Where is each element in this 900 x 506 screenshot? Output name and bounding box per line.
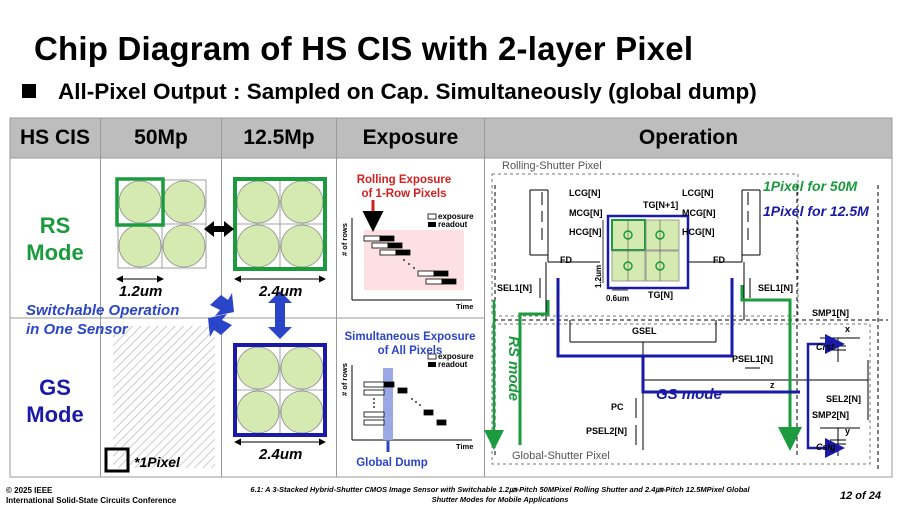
header-50mp: 50Mp — [101, 118, 221, 158]
dim-125mp-bottom: 2.4um — [259, 446, 303, 463]
page-number: 12 of 24 — [840, 490, 881, 502]
hcg-left-label: HCG[N] — [569, 227, 602, 237]
dim-125mp-top: 2.4um — [259, 283, 303, 300]
y-axis-gs: # of rows — [340, 363, 349, 396]
sel1-left-label: SEL1[N] — [497, 283, 533, 293]
header-hs-cis: HS CIS — [10, 118, 100, 158]
pixel-125m-label: 1Pixel for 12.5M — [763, 203, 869, 219]
page-subtitle: All-Pixel Output : Sampled on Cap. Simul… — [58, 79, 757, 104]
switch-arrow-icon-b — [208, 314, 232, 337]
table-grid — [9, 117, 893, 478]
smp1-label: SMP1[N] — [812, 308, 850, 318]
pixel-highlight-125m-gs — [233, 343, 327, 437]
pixel-array-125mp-gs — [235, 345, 325, 435]
fd-left-label: FD — [560, 255, 572, 265]
footer-copyright: © 2025 IEEE International Solid-State Ci… — [6, 486, 177, 505]
switch-arrow-icon-a — [210, 293, 234, 316]
legend-readout-gs: readout — [438, 360, 468, 369]
x-axis-gs: Time — [456, 442, 474, 451]
pc-label: PC — [611, 402, 624, 412]
x-axis-rs: Time — [456, 302, 474, 311]
y-axis-rs: # of rows — [340, 223, 349, 256]
double-arrow-icon — [204, 221, 234, 237]
rs-mode-path-label: RS mode — [505, 336, 522, 402]
switchable-label: Switchable Operation in One Sensor — [26, 302, 180, 338]
pixel-50m-label: 1Pixel for 50M — [763, 178, 858, 194]
rs-mode-label: RS Mode — [26, 213, 84, 265]
csig-label: Csig — [816, 442, 836, 452]
header-125mp: 12.5Mp — [222, 118, 336, 158]
gs-mode-path-label: GS mode — [656, 386, 722, 403]
rolling-shutter-pixel-caption: Rolling-Shutter Pixel — [502, 160, 602, 172]
vertical-double-arrow-icon — [268, 291, 292, 339]
lcg-right-label: LCG[N] — [682, 188, 714, 198]
rs-exposure-title: Rolling Exposure of 1-Row Pixels — [356, 174, 452, 200]
fd-right-label: FD — [713, 255, 725, 265]
node-y-label: y — [845, 426, 851, 436]
rs-exposure-chart — [351, 200, 472, 301]
gs-exposure-chart — [351, 353, 472, 452]
one-pixel-label: *1Pixel — [134, 454, 180, 470]
bullet-square-icon — [22, 84, 36, 98]
pixel-array-125mp-rs — [235, 179, 325, 269]
lcg-left-label: LCG[N] — [569, 188, 601, 198]
mcg-right-label: MCG[N] — [682, 208, 716, 218]
hcg-right-label: HCG[N] — [682, 227, 715, 237]
sel1-right-label: SEL1[N] — [758, 283, 794, 293]
gs-mode-label: GS Mode — [26, 375, 84, 427]
mcg-left-label: MCG[N] — [569, 208, 603, 218]
hatched-unavailable-area — [113, 326, 215, 468]
one-pixel-legend-icon — [104, 447, 130, 473]
pixel-highlight-50m — [115, 177, 165, 227]
header-exposure: Exposure — [337, 118, 484, 158]
global-shutter-pixel-caption: Global-Shutter Pixel — [512, 450, 610, 462]
node-z-label: z — [770, 380, 775, 390]
crst-label: Crst — [816, 342, 835, 352]
footer-paper-title: 6.1: A 3-Stacked Hybrid-Shutter CMOS Ima… — [250, 485, 750, 504]
pixel-highlight-125m-rs — [233, 177, 327, 271]
sel2-label: SEL2[N] — [826, 394, 862, 404]
dim-50mp: 1.2um — [119, 283, 163, 300]
gs-exposure-title: Simultaneous Exposure of All Pixels — [344, 331, 476, 357]
psel2-label: PSEL2[N] — [586, 426, 628, 436]
page-title: Chip Diagram of HS CIS with 2-layer Pixe… — [34, 30, 694, 67]
gsel-label: GSEL — [632, 326, 657, 336]
global-dump-label: Global Dump — [356, 457, 428, 469]
header-operation: Operation — [485, 118, 892, 158]
pixel-layout — [602, 214, 690, 291]
tg-n1-label: TG[N+1] — [643, 200, 679, 210]
legend-exposure-rs: exposure — [438, 212, 474, 221]
legend-readout-rs: readout — [438, 220, 468, 229]
pitch-h-label: 0.6um — [606, 294, 630, 303]
smp2-label: SMP2[N] — [812, 410, 850, 420]
psel1-label: PSEL1[N] — [732, 354, 774, 364]
node-x-label: x — [845, 324, 851, 334]
legend-exposure-gs: exposure — [438, 352, 474, 361]
pitch-v-label: 1.2um — [594, 264, 603, 288]
tg-n-label: TG[N] — [648, 290, 673, 300]
